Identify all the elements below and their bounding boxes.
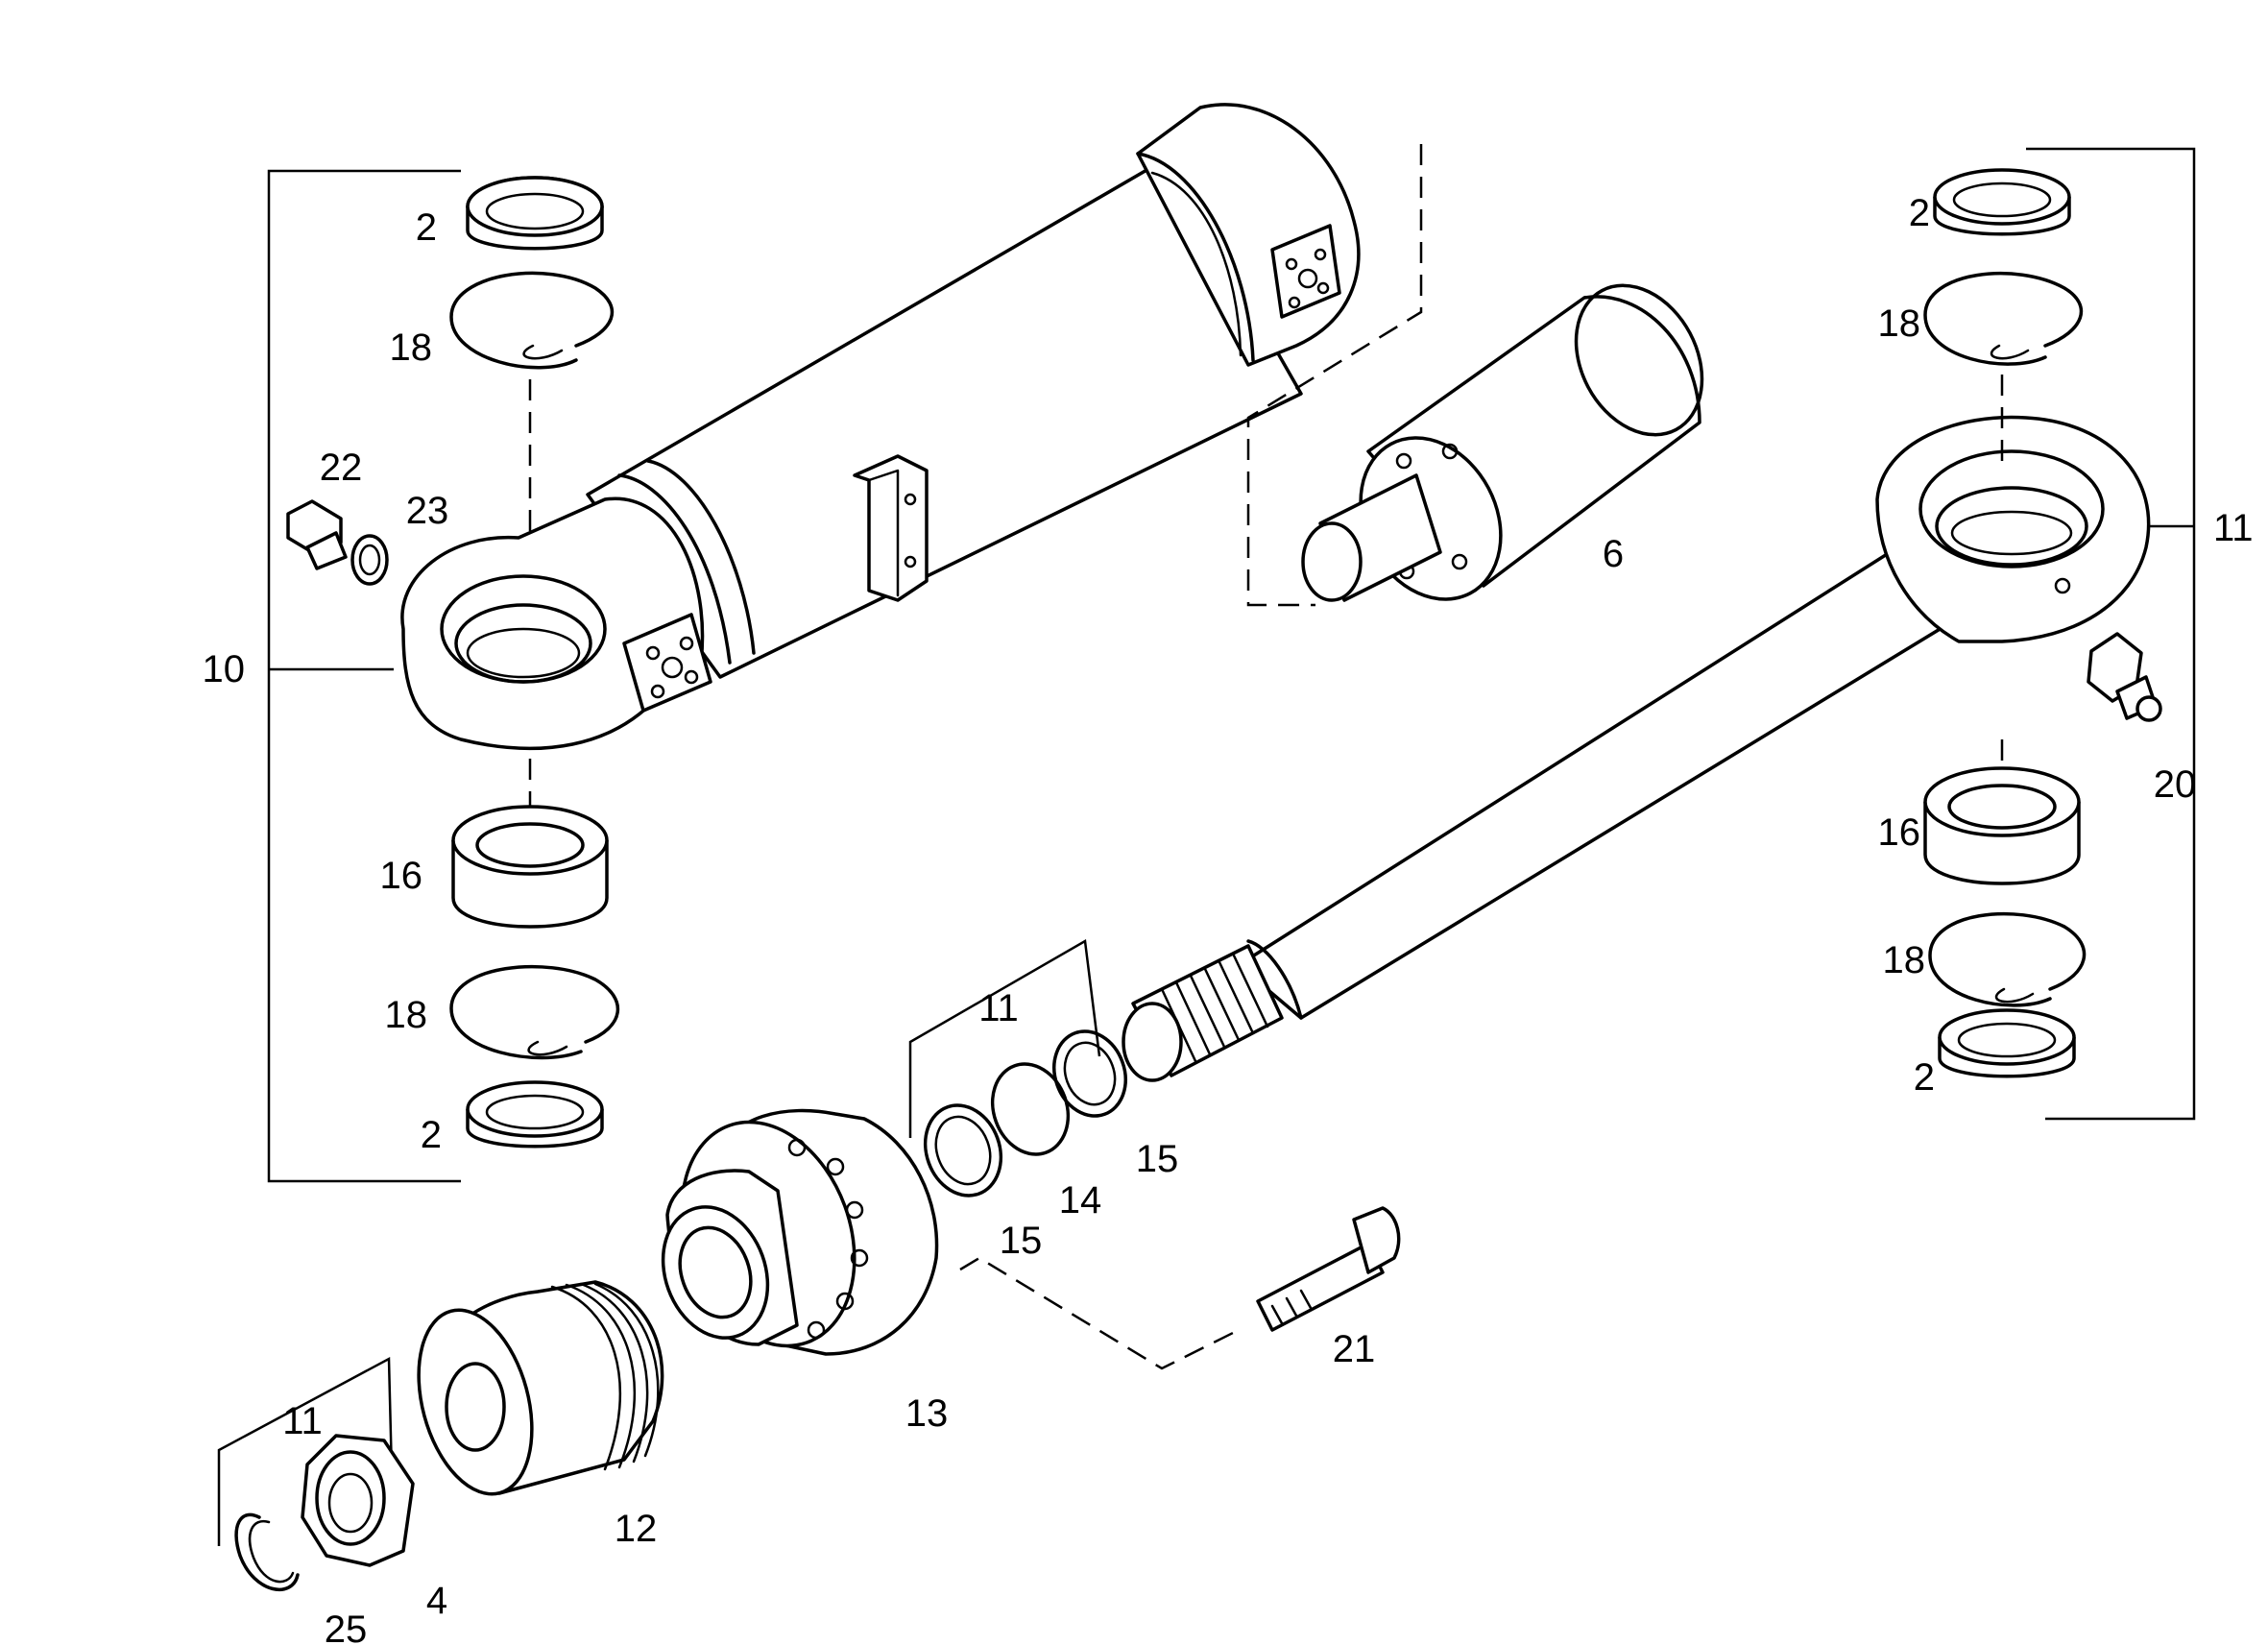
piston-rod xyxy=(1122,415,2151,1082)
callout-piston-6: 6 xyxy=(1603,533,1624,575)
grease-nipple-20 xyxy=(2087,632,2162,722)
callout-snap-ring-25: 25 xyxy=(325,1609,368,1645)
seal-15-right xyxy=(1052,1029,1127,1118)
callout-left-bracket-10: 10 xyxy=(203,648,246,690)
left-ring-2-bottom xyxy=(466,1080,604,1149)
left-ring-2-top xyxy=(466,176,604,251)
snap-ring-25 xyxy=(234,1512,300,1591)
bottom-kit-bracket xyxy=(217,1356,394,1546)
cylinder-barrel xyxy=(586,103,1361,679)
right-bearing-16 xyxy=(1923,766,2081,885)
callout-left-ring-2-bottom: 2 xyxy=(421,1114,442,1156)
callout-nut-4: 4 xyxy=(426,1580,447,1622)
washer-23 xyxy=(350,534,389,586)
screw-21 xyxy=(1256,1206,1401,1332)
left-circlip-18-bottom xyxy=(449,964,620,1060)
callout-grease-nipple-20: 20 xyxy=(2154,763,2197,806)
piston-12 xyxy=(417,1280,664,1496)
piston-6 xyxy=(1301,283,1704,602)
callout-screw-21: 21 xyxy=(1333,1328,1376,1370)
nut-4 xyxy=(301,1434,415,1567)
cylinder-head-13 xyxy=(661,1108,939,1356)
left-group-bracket xyxy=(267,169,461,1183)
left-bearing-16 xyxy=(451,805,609,929)
plug-22 xyxy=(286,499,348,570)
callout-left-bearing-16: 16 xyxy=(380,855,423,897)
callout-right-bearing-16: 16 xyxy=(1878,811,1921,854)
callout-right-bracket-11: 11 xyxy=(2213,507,2254,549)
left-circlip-18-top xyxy=(449,271,615,370)
callout-head-13: 13 xyxy=(905,1392,949,1435)
callout-seal-15-right: 15 xyxy=(1136,1138,1179,1180)
callout-plug-22: 22 xyxy=(320,447,363,489)
seal-kit-bracket xyxy=(908,938,1101,1138)
head-screw-leader xyxy=(959,1256,1240,1370)
right-ring-2-top xyxy=(1933,168,2071,236)
cylinder-rod-eye-10 xyxy=(400,496,712,751)
callout-seal-kit-11: 11 xyxy=(978,987,1019,1029)
callout-kit-11-bottom: 11 xyxy=(282,1400,323,1442)
right-circlip-18-bottom xyxy=(1928,911,2087,1007)
callout-left-ring-2-top: 2 xyxy=(416,206,437,249)
callout-right-ring-2-top: 2 xyxy=(1909,192,1930,234)
piston-assembly-outline xyxy=(1246,144,1423,607)
callout-piston-12: 12 xyxy=(615,1508,658,1550)
callout-right-circlip-18-bottom: 18 xyxy=(1883,939,1926,981)
callout-washer-23: 23 xyxy=(406,490,449,532)
callout-seal-15-left: 15 xyxy=(1000,1220,1043,1262)
rod-thread-lines xyxy=(1160,954,1269,1063)
callout-right-ring-2-bottom: 2 xyxy=(1914,1056,1935,1099)
callout-left-circlip-18-top: 18 xyxy=(390,327,433,369)
callout-right-circlip-18-top: 18 xyxy=(1878,302,1921,345)
right-ring-2-bottom xyxy=(1938,1008,2076,1078)
seal-15-left xyxy=(923,1103,1003,1197)
right-circlip-18-top xyxy=(1923,272,2084,366)
callout-left-circlip-18-bottom: 18 xyxy=(385,994,428,1036)
callout-oring-14: 14 xyxy=(1059,1179,1102,1222)
